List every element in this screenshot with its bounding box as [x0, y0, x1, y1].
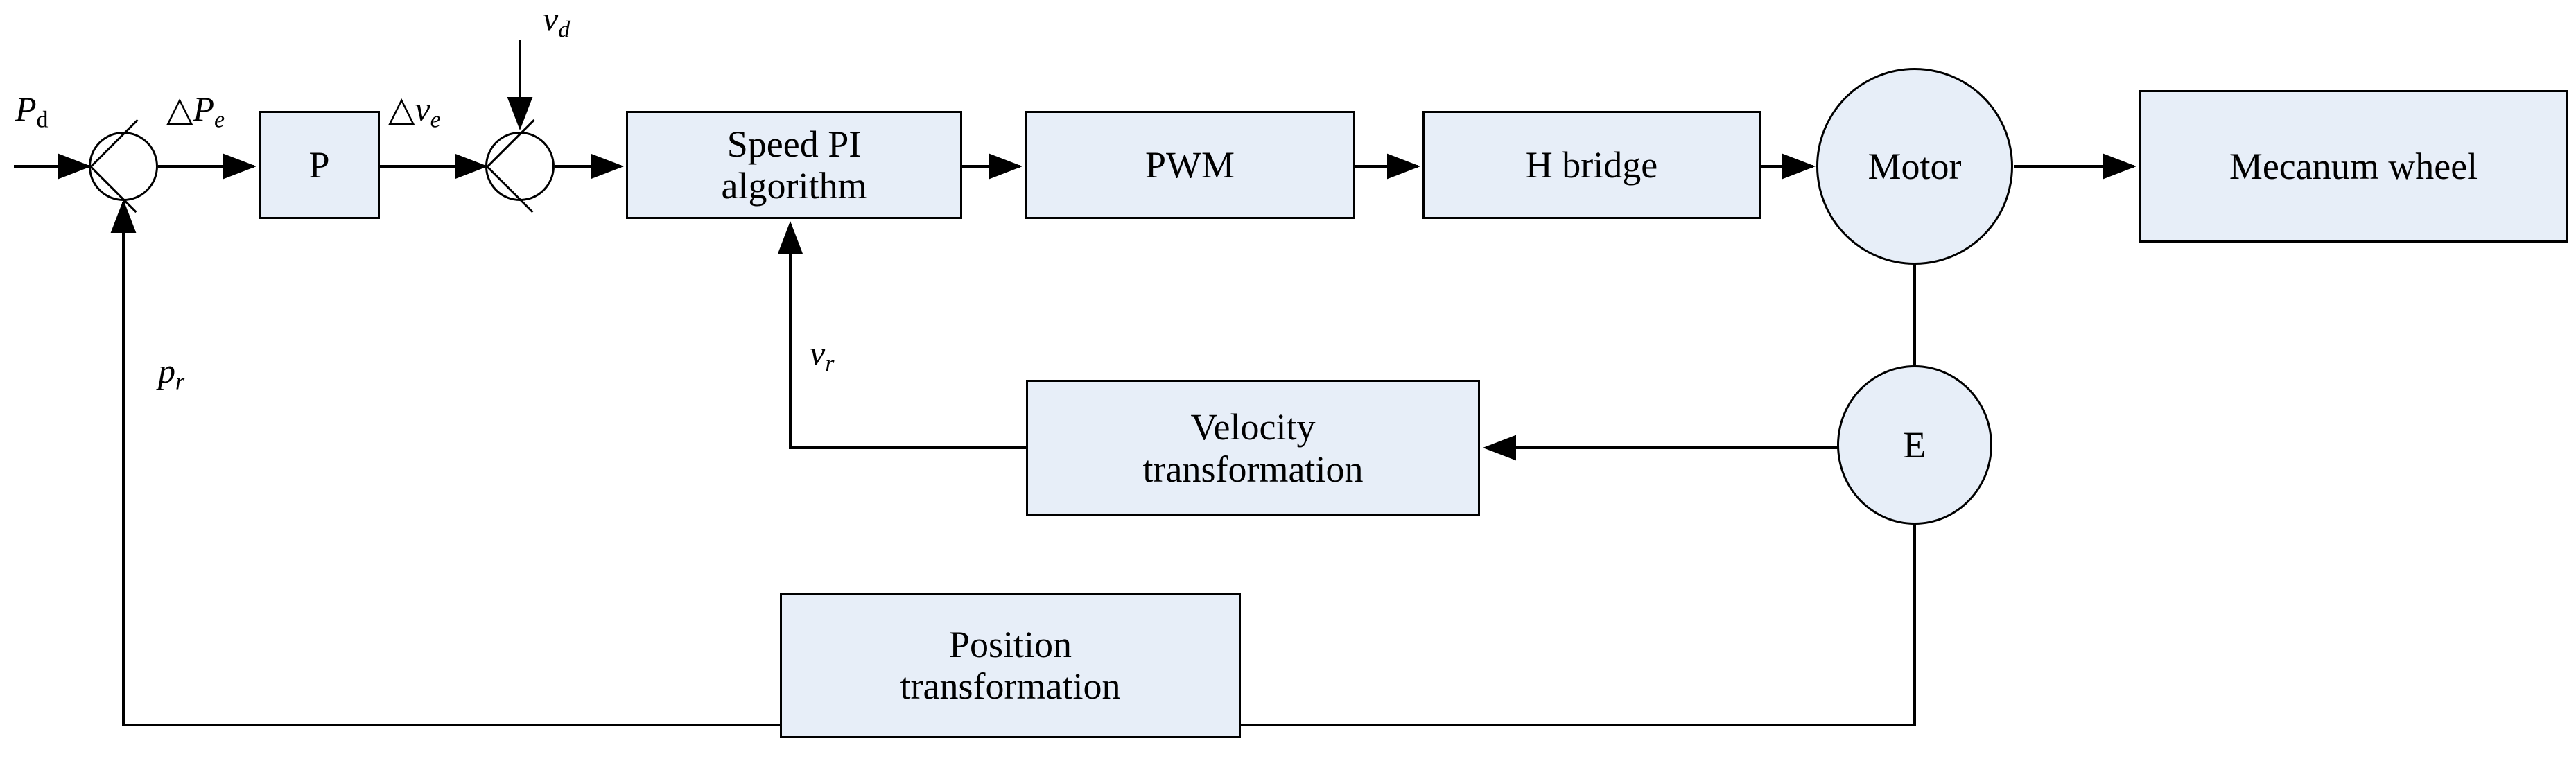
sum-cross-stroke-a [485, 165, 534, 213]
signal-label-position-error: △Pe [166, 89, 225, 134]
position-summing-junction[interactable] [89, 119, 158, 213]
sum-cross-stroke-a [89, 165, 137, 213]
signal-label-position-feedback: pr [158, 351, 184, 396]
signal-pr-base: p [158, 351, 175, 390]
signal-position-error-base: P [193, 89, 214, 128]
signal-vd-base: v [543, 0, 559, 38]
signal-input-sub: d [36, 107, 49, 133]
signal-vd-sub: d [558, 17, 571, 43]
velocity-summing-junction[interactable] [485, 119, 555, 213]
block-position-transformation-label-line2: transformation [900, 665, 1121, 707]
signal-position-error-sub: e [214, 107, 225, 133]
block-mecanum-wheel-label: Mecanum wheel [2229, 145, 2478, 187]
block-h-bridge-label: H bridge [1525, 143, 1658, 186]
block-pwm-label: PWM [1145, 143, 1235, 186]
block-p-controller[interactable]: P [259, 111, 380, 219]
block-speed-pi-label-line1: Speed PI [726, 123, 862, 165]
block-mecanum-wheel[interactable]: Mecanum wheel [2139, 90, 2568, 243]
signal-input-base: P [15, 89, 37, 128]
signal-label-velocity-disturbance: vd [543, 0, 570, 44]
block-speed-pi-algorithm[interactable]: Speed PI algorithm [626, 111, 962, 219]
block-p-controller-label: P [308, 143, 330, 186]
block-velocity-transformation-label-line1: Velocity [1190, 406, 1316, 448]
signal-label-velocity-error: △ve [388, 89, 441, 134]
signal-velocity-error-delta: △ [388, 89, 415, 128]
block-encoder[interactable]: E [1837, 365, 1992, 525]
sum-cross-stroke-b [487, 119, 535, 167]
block-speed-pi-label-line2: algorithm [721, 165, 867, 207]
block-h-bridge[interactable]: H bridge [1422, 111, 1761, 219]
signal-label-velocity-feedback: vr [810, 333, 834, 378]
block-encoder-label: E [1903, 423, 1926, 466]
signal-vr-sub: r [825, 351, 835, 377]
block-velocity-transformation-label-line2: transformation [1142, 448, 1364, 490]
block-motor[interactable]: Motor [1816, 68, 2013, 265]
sum-cross-stroke-b [91, 119, 139, 167]
block-position-transformation-label-line1: Position [948, 623, 1072, 665]
signal-velocity-error-sub: e [430, 107, 441, 133]
signal-vr-base: v [810, 333, 826, 372]
signal-position-error-delta: △ [166, 89, 193, 128]
block-pwm[interactable]: PWM [1025, 111, 1355, 219]
signal-velocity-error-base: v [415, 89, 430, 128]
signal-pr-sub: r [175, 369, 185, 395]
block-motor-label: Motor [1868, 145, 1962, 187]
wire-encoder-to-position-transformation [1241, 524, 1916, 726]
block-velocity-transformation[interactable]: Velocity transformation [1026, 380, 1480, 516]
signal-label-input-reference: Pd [15, 89, 49, 134]
wire-position-transformation-to-position-sum [110, 200, 780, 726]
block-position-transformation[interactable]: Position transformation [780, 593, 1241, 738]
